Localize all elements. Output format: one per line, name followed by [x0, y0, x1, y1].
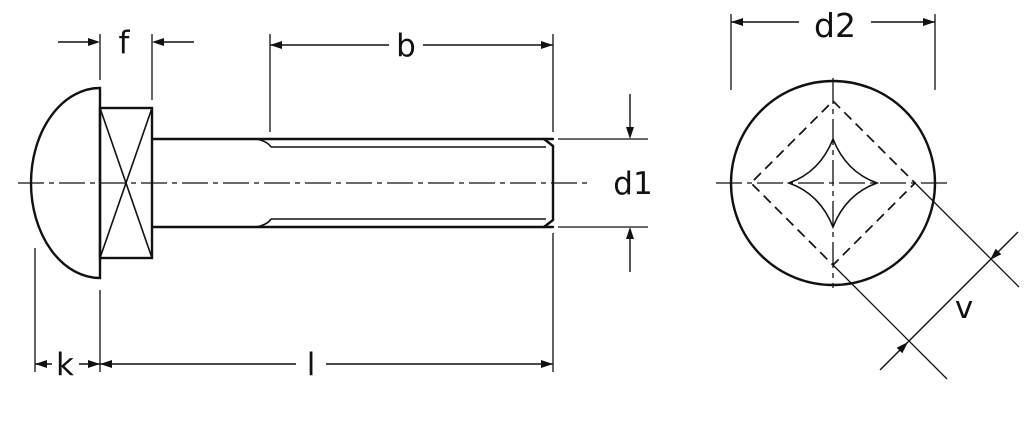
dimension-v: v: [832, 182, 1020, 380]
f-arrowhead-left: [88, 38, 100, 46]
l-arrowhead-left: [100, 360, 112, 368]
dimension-label-b: b: [396, 28, 416, 64]
thread-runout-bottom: [255, 218, 272, 228]
shank-intersection-arcs: [786, 136, 880, 230]
dimension-d1: d1: [558, 94, 653, 272]
neck-crosshatch-line-2: [99, 107, 153, 259]
k-arrowhead-left: [35, 360, 47, 368]
d2-arrowhead-right: [923, 18, 935, 26]
head-circle-outline: [729, 79, 937, 287]
dimension-label-f: f: [119, 25, 131, 61]
b-arrowhead-left: [270, 41, 282, 49]
dimension-b: b: [269, 28, 554, 132]
d2-arrowhead-left: [731, 18, 743, 26]
dimension-label-l: l: [307, 347, 316, 383]
bolt-side-view: [18, 86, 592, 280]
v-arrowhead-lower: [896, 342, 908, 354]
dimension-label-k: k: [56, 347, 74, 383]
l-arrowhead-right: [541, 360, 553, 368]
bolt-head-front-view: [716, 78, 950, 288]
chamfer-bottom: [542, 218, 555, 229]
dimension-label-d1: d1: [613, 166, 652, 202]
dome-head-outline: [29, 86, 102, 280]
dimension-label-v: v: [955, 290, 973, 326]
k-arrowhead-right: [88, 360, 100, 368]
dimension-label-d2: d2: [814, 6, 856, 45]
dimension-f: f: [58, 25, 194, 100]
v-extension-upper: [914, 182, 1020, 288]
v-extension-lower: [832, 264, 948, 380]
dimension-k: k: [34, 248, 101, 383]
thread-runout-top: [255, 138, 272, 148]
d1-arrowhead-top: [626, 127, 634, 139]
v-arrowhead-upper: [990, 248, 1002, 260]
d1-arrowhead-bottom: [626, 227, 634, 239]
square-neck: [98, 106, 154, 260]
b-arrowhead-right: [541, 41, 553, 49]
v-dimension-line: [907, 259, 991, 343]
chamfer-top: [542, 137, 555, 148]
dimension-d2: d2: [730, 6, 936, 90]
f-arrowhead-right: [152, 38, 164, 46]
dimension-l: l: [100, 233, 554, 383]
